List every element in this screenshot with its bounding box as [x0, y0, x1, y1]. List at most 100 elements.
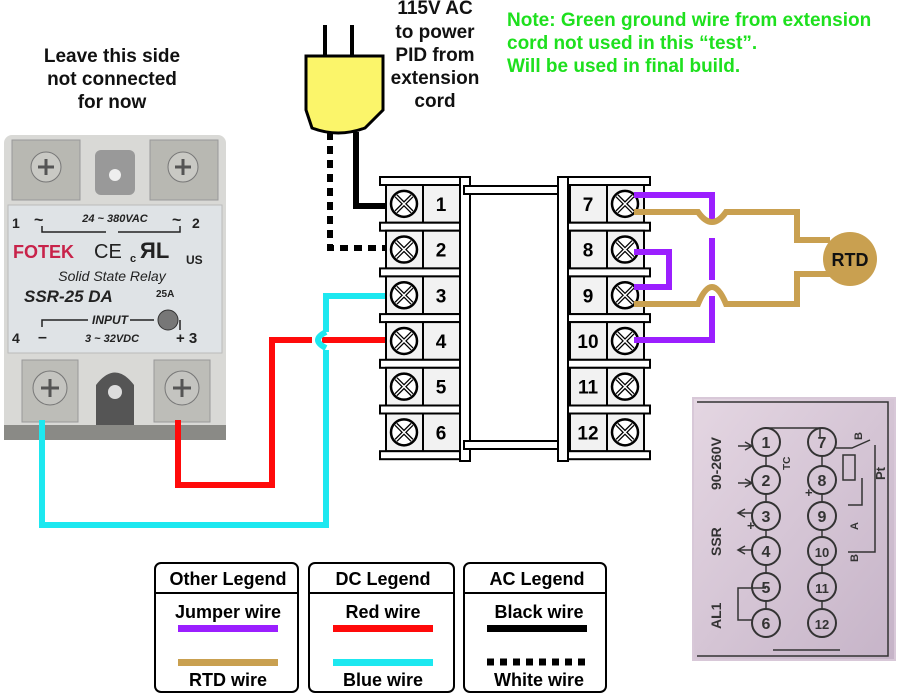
screw-icon — [389, 326, 419, 356]
terminal-2[interactable]: 2 — [385, 229, 461, 270]
terminal-5[interactable]: 5 — [385, 366, 461, 407]
terminal-label: 2 — [192, 215, 200, 231]
rtd-label: RTD — [832, 250, 869, 270]
pid-tc-label: TC — [782, 457, 793, 470]
red-wire — [175, 337, 312, 488]
input-label: INPUT — [92, 313, 130, 327]
ce-mark: CE — [94, 241, 122, 263]
terminal-11[interactable]: 11 — [569, 366, 645, 407]
terminal-4[interactable]: 4 — [385, 321, 461, 361]
pid-a-label: A — [849, 522, 861, 530]
legend-item-label: Red wire — [345, 602, 420, 622]
legend-other: Other Legend Jumper wire RTD wire — [154, 562, 299, 693]
terminal-block-right: 7 8 9 10 11 12 — [557, 176, 651, 462]
terminal-9[interactable]: 9 — [569, 275, 645, 316]
terminal-number: 7 — [583, 195, 594, 216]
note-line: not connected — [47, 69, 177, 90]
brand-logo: FOTEK — [13, 242, 74, 262]
terminal-label: 1 — [12, 215, 20, 231]
pid-b-label: B — [849, 554, 861, 562]
legend-swatch — [333, 659, 433, 666]
note-line: 115V AC — [397, 0, 473, 19]
screw-icon — [389, 372, 419, 401]
pid-terminal-number: 4 — [762, 544, 771, 561]
rtd-wire — [634, 271, 830, 307]
black-wire — [353, 132, 386, 209]
pid-terminal-number: 12 — [815, 617, 829, 632]
note-line: for now — [78, 92, 147, 113]
terminal-number: 1 — [436, 195, 447, 216]
leave-side-note: Leave this side not connected for now — [44, 46, 180, 113]
relay-rating: 25A — [156, 289, 174, 300]
pid-terminal-number: 7 — [818, 435, 827, 452]
terminal-number: 4 — [436, 332, 447, 353]
terminal-block-bridge — [463, 185, 559, 450]
ac-symbol: ~ — [34, 212, 43, 229]
relay-type: Solid State Relay — [58, 268, 166, 284]
ground-wire-note: Note: Green ground wire from extension c… — [507, 10, 871, 77]
pid-terminal-number: 8 — [818, 473, 827, 490]
pid-ssr-label: SSR — [708, 527, 724, 556]
terminal-7[interactable]: 7 — [569, 184, 645, 224]
pid-terminal-number: 10 — [815, 545, 829, 560]
relay-model: SSR-25 DA — [24, 287, 113, 306]
terminal-number: 5 — [436, 378, 447, 399]
solid-state-relay: 1 ~ 24 ~ 380VAC ~ 2 FOTEK CE c ЯL US Sol… — [4, 135, 226, 440]
terminal-3[interactable]: 3 — [385, 275, 461, 316]
terminal-number: 9 — [583, 286, 594, 307]
minus-symbol: – — [38, 329, 47, 346]
legend-swatch — [178, 659, 278, 666]
note-line: cord not used in this “test”. — [507, 33, 757, 54]
blue-wire — [323, 293, 386, 332]
white-wire — [327, 132, 386, 251]
screw-icon — [610, 418, 640, 447]
terminal-10[interactable]: 10 — [569, 321, 645, 361]
screw-icon — [389, 281, 419, 310]
rtd-wire — [634, 209, 830, 243]
pid-terminal-number: 6 — [762, 616, 771, 633]
dc-wires — [39, 293, 386, 528]
terminal-8[interactable]: 8 — [569, 229, 645, 270]
power-note: 115V AC to power PID from extension cord — [391, 0, 480, 112]
terminal-number: 8 — [583, 241, 594, 262]
legend-item-label: Black wire — [494, 602, 583, 622]
pid-terminal-number: 3 — [762, 509, 771, 526]
output-arrow-icon — [736, 508, 752, 555]
ac-wires — [327, 132, 386, 251]
screw-icon — [389, 235, 419, 264]
pid-al1-label: AL1 — [708, 602, 724, 629]
legend-ac: AC Legend Black wire White wire — [463, 562, 607, 693]
pid-terminal-number: 2 — [762, 473, 771, 490]
ac-symbol: ~ — [172, 212, 181, 229]
note-line: Leave this side — [44, 46, 180, 67]
pid-plus-label: + — [747, 518, 755, 533]
note-line: to power — [395, 22, 475, 43]
terminal-number: 11 — [578, 378, 599, 399]
legend-title: AC Legend — [489, 569, 584, 589]
screw-icon — [610, 372, 640, 401]
legend-swatch — [333, 625, 433, 632]
screw-icon — [389, 189, 419, 219]
legend-swatch — [487, 625, 587, 632]
pid-voltage-label: 90-260V — [708, 436, 724, 490]
jumper-wire — [634, 192, 715, 343]
terminal-label: 4 — [12, 330, 20, 346]
terminal-6[interactable]: 6 — [385, 412, 461, 453]
pid-terminal-number: 5 — [762, 580, 771, 597]
rtd-sensor — [823, 232, 877, 286]
legend-swatch — [178, 625, 278, 632]
pid-terminal-number: 1 — [762, 435, 771, 452]
ul-mark: c — [130, 253, 136, 265]
terminal-1[interactable]: 1 — [385, 184, 461, 224]
terminal-label: + 3 — [176, 330, 197, 347]
input-arrow-icon — [738, 441, 754, 488]
terminal-12[interactable]: 12 — [569, 412, 645, 453]
legend-dc: DC Legend Red wire Blue wire — [308, 562, 455, 693]
legend-title: DC Legend — [335, 569, 430, 589]
ul-mark: US — [186, 253, 203, 267]
pid-terminal-number: 9 — [818, 509, 827, 526]
blue-wire — [39, 329, 329, 528]
pid-plus-label: + — [805, 485, 813, 500]
legend-item-label: Jumper wire — [175, 602, 281, 622]
